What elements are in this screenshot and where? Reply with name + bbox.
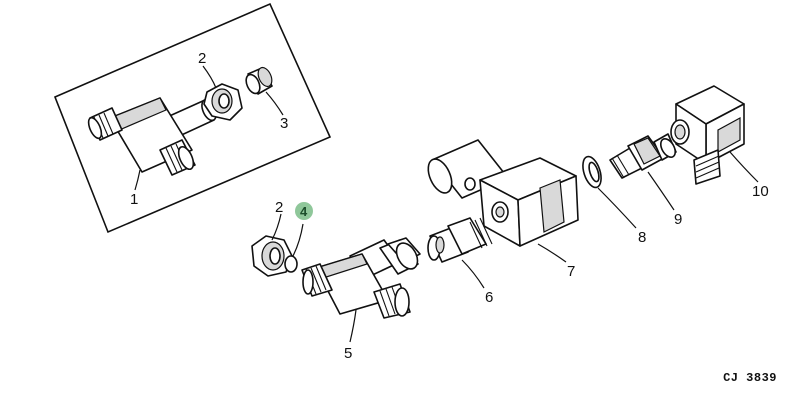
- callout-part-6: 6: [485, 289, 493, 306]
- figure-code: CJ 3839: [723, 371, 777, 385]
- callout-highlight-marker: [295, 202, 313, 220]
- callout-part-4: 4: [300, 204, 308, 219]
- union-fitting: [609, 133, 677, 179]
- callout-part-7: 7: [567, 263, 575, 280]
- o-ring: [284, 255, 298, 273]
- inset-sleeve: [245, 66, 273, 95]
- leader-inset-3: [265, 91, 284, 116]
- leader-inset-1: [134, 169, 141, 191]
- callout-part-5: 5: [344, 345, 352, 362]
- callout-inset-2: 2: [198, 50, 206, 67]
- leader-inset-2: [202, 65, 217, 89]
- leader-part-5: [349, 309, 357, 343]
- callout-inset-3: 3: [280, 115, 288, 132]
- callout-part-9: 9: [674, 211, 682, 228]
- tee-fitting: [301, 237, 421, 319]
- inset-detail-box: [53, 2, 332, 234]
- sealing-washer: [582, 155, 602, 189]
- leader-part-10: [729, 151, 759, 183]
- leader-part-4: [292, 223, 304, 257]
- leader-part-8: [597, 187, 637, 229]
- elbow-fitting: [670, 85, 745, 185]
- adapter-fitting: [427, 217, 493, 263]
- leader-part-9: [647, 171, 675, 211]
- leader-part-2: [271, 213, 282, 241]
- callout-inset-1: 1: [130, 191, 138, 208]
- nut: [251, 235, 293, 277]
- callout-part-10: 10: [752, 183, 769, 200]
- callout-part-2: 2: [275, 199, 283, 216]
- leader-part-7: [537, 243, 567, 263]
- inset-nut: [203, 83, 243, 121]
- inset-tee-fitting: [87, 97, 217, 176]
- manifold-block: [427, 139, 579, 247]
- callout-part-8: 8: [638, 229, 646, 246]
- leader-part-6: [461, 259, 485, 289]
